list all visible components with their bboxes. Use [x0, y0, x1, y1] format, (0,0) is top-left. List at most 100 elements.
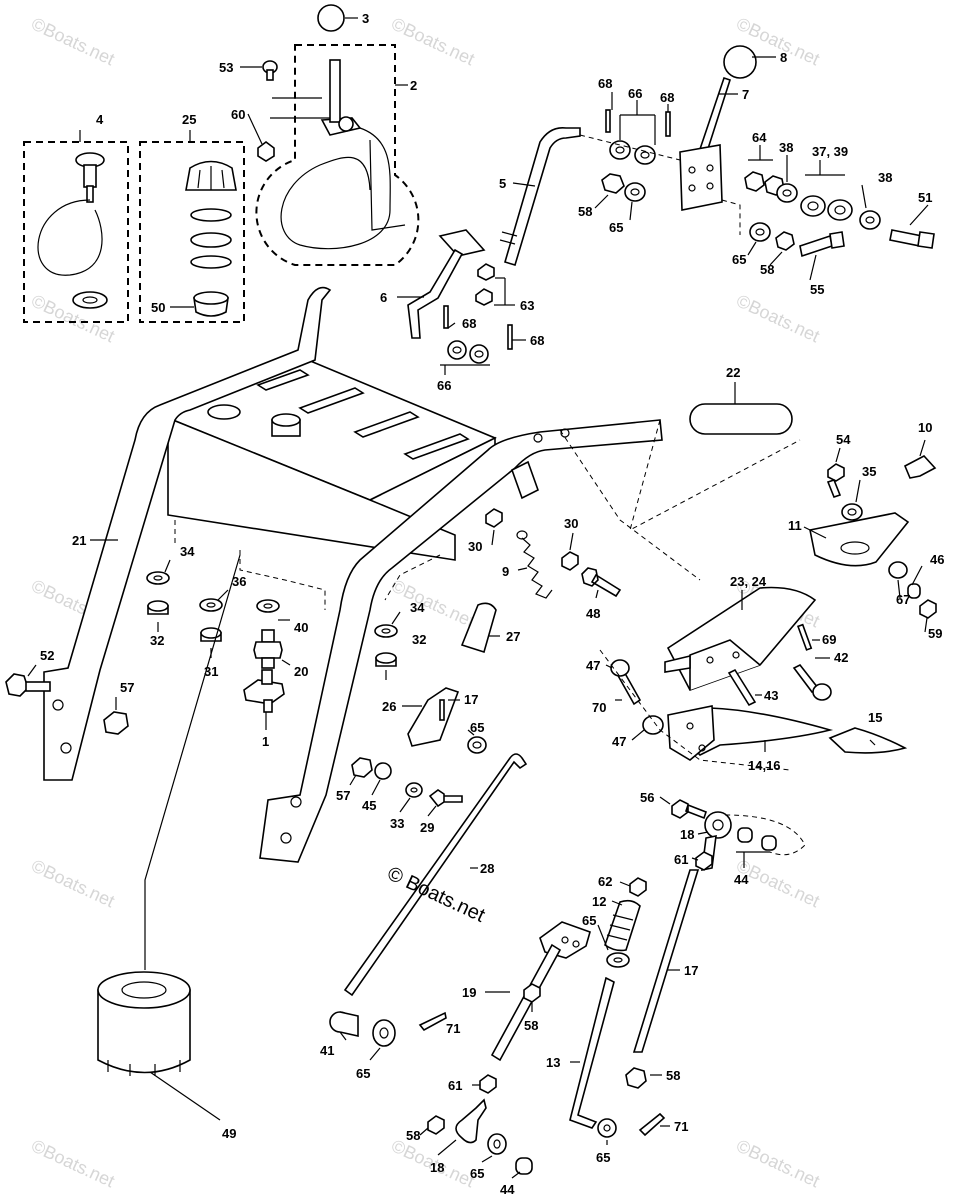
- part-label: 19: [462, 985, 476, 1000]
- part-label: 22: [726, 365, 740, 380]
- dashed-leader: [629, 419, 801, 531]
- part-label: 1: [262, 734, 269, 749]
- part-label: 66: [628, 86, 642, 101]
- part-label: 13: [546, 1055, 560, 1070]
- lower-rods: [427, 799, 806, 1175]
- part-label: 48: [586, 606, 600, 621]
- part-label: 21: [72, 533, 86, 548]
- part-label: 10: [918, 420, 932, 435]
- fuel-cap-parts: [185, 160, 237, 317]
- part-label: 32: [150, 633, 164, 648]
- part-label: 58: [760, 262, 774, 277]
- watermark: ©Boats.net: [28, 855, 117, 911]
- part-label: 41: [320, 1043, 334, 1058]
- part-label: 64: [752, 130, 767, 145]
- part-label: 47: [612, 734, 626, 749]
- nut-30: [485, 508, 503, 528]
- watermark: ©Boats.net: [388, 13, 477, 69]
- bracket-26: [351, 687, 487, 808]
- part-label: 58: [666, 1068, 680, 1083]
- part-label: 20: [294, 664, 308, 679]
- control-lever-assembly: [610, 455, 937, 761]
- bolt-52: [5, 673, 51, 697]
- part-label: 62: [598, 874, 612, 889]
- group-box-4: [23, 141, 129, 323]
- part-label: 58: [578, 204, 592, 219]
- part-label: 68: [462, 316, 476, 331]
- shift-rod-5: [504, 126, 581, 266]
- watermark: ©Boats.net: [28, 1135, 117, 1191]
- part-label: 35: [862, 464, 876, 479]
- part-label: 59: [928, 626, 942, 641]
- part-label: 38: [878, 170, 892, 185]
- part-label: 68: [530, 333, 544, 348]
- part-label: 34: [180, 544, 195, 559]
- part-label: 45: [362, 798, 376, 813]
- rod-6: [407, 229, 513, 364]
- part-label: 54: [836, 432, 851, 447]
- nut-57: [103, 711, 129, 735]
- part-label: 58: [524, 1018, 538, 1033]
- ball-3: [317, 4, 345, 32]
- part-label: 6: [380, 290, 387, 305]
- part-label: 32: [412, 632, 426, 647]
- part-label: 71: [674, 1119, 688, 1134]
- part-label: 53: [219, 60, 233, 75]
- watermark: ©Boats.net: [733, 1135, 822, 1191]
- part-label: 56: [640, 790, 654, 805]
- part-label: 58: [406, 1128, 420, 1143]
- part-label: 23, 24: [730, 574, 767, 589]
- dashed-leader: [559, 429, 701, 581]
- part-label: 63: [520, 298, 534, 313]
- part-label: 3: [362, 11, 369, 26]
- nut-30: [561, 551, 579, 571]
- part-label: 47: [586, 658, 600, 673]
- ferrule-41: [329, 1011, 447, 1047]
- part-label: 42: [834, 650, 848, 665]
- part-label: 65: [609, 220, 623, 235]
- part-label: 50: [151, 300, 165, 315]
- leader: [144, 554, 241, 970]
- part-label: 44: [500, 1182, 515, 1197]
- part-label: 11: [788, 518, 802, 533]
- part-label: 26: [382, 699, 396, 714]
- screw-53: [262, 60, 278, 81]
- part-label: 65: [470, 720, 484, 735]
- throttle-lever: [280, 59, 406, 250]
- part-label: 9: [502, 564, 509, 579]
- watermark: ©Boats.net: [733, 290, 822, 346]
- dashed-leader: [239, 550, 326, 610]
- part-label: 60: [231, 107, 245, 122]
- dashed-leader: [599, 649, 791, 771]
- sleeve-27: [460, 602, 497, 654]
- part-label: 65: [596, 1150, 610, 1165]
- bolt-48: [581, 567, 622, 598]
- rod-28: [343, 753, 528, 997]
- part-label: 70: [592, 700, 606, 715]
- part-label: 66: [437, 378, 451, 393]
- nut-60: [257, 141, 275, 162]
- primer-cable: [37, 152, 108, 309]
- handlebar-right: [259, 419, 663, 863]
- part-label: 30: [468, 539, 482, 554]
- part-label: 33: [390, 816, 404, 831]
- part-label: 65: [582, 913, 596, 928]
- part-label: 38: [779, 140, 793, 155]
- part-label: 68: [660, 90, 674, 105]
- shift-hardware: [601, 109, 935, 258]
- fuel-filter-49: [97, 971, 191, 1076]
- part-label: 5: [499, 176, 506, 191]
- part-label: 57: [120, 680, 134, 695]
- part-label: 65: [732, 252, 746, 267]
- part-label: 69: [822, 632, 836, 647]
- leader-lines: [27, 17, 929, 1179]
- shift-plate: [679, 144, 723, 211]
- part-label: 29: [420, 820, 434, 835]
- part-label: 12: [592, 894, 606, 909]
- part-label: 68: [598, 76, 612, 91]
- part-label: 52: [40, 648, 54, 663]
- watermark: ©Boats.net: [388, 575, 477, 631]
- part-label: 61: [674, 852, 688, 867]
- part-label: 43: [764, 688, 778, 703]
- part-label: 30: [564, 516, 578, 531]
